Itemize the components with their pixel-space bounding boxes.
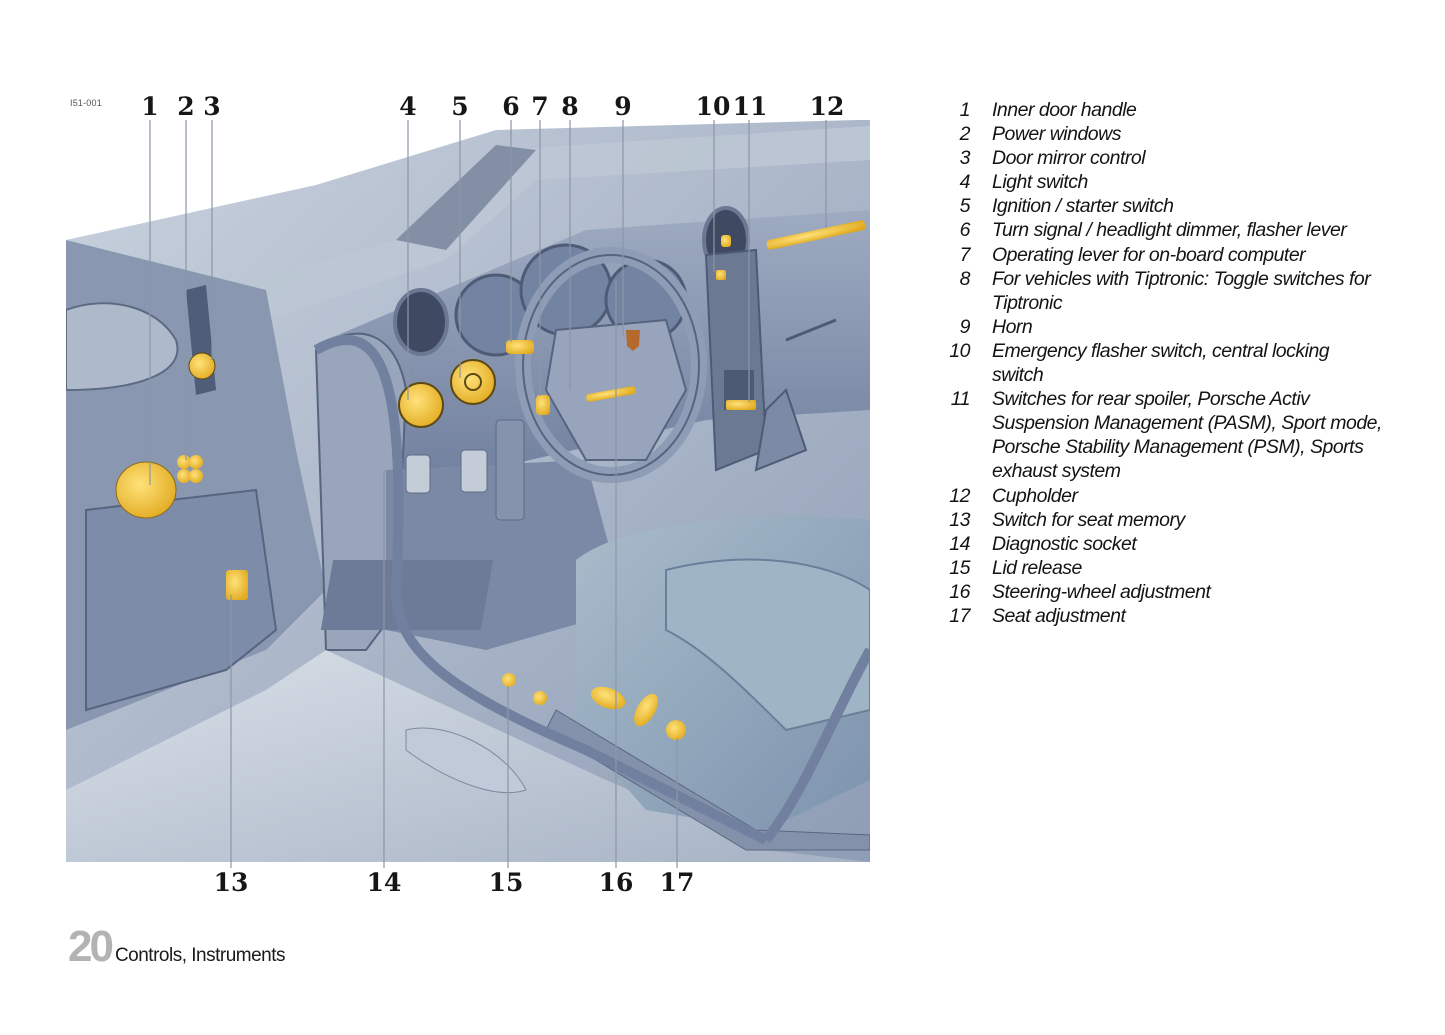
callout-11: 11 [732,92,768,121]
legend-item-continuation: Suspension Management (PASM), Sport mode… [940,411,1400,435]
legend-item: 16 Steering-wheel adjustment [940,580,1400,604]
legend-item: 7 Operating lever for on-board computer [940,243,1400,267]
legend-text: Suspension Management (PASM), Sport mode… [992,412,1382,435]
legend-item-continuation: exhaust system [940,459,1400,483]
legend-text: switch [992,364,1044,387]
legend-text: exhaust system [992,460,1121,483]
figure-code: I51-001 [70,98,102,108]
callout-17: 17 [659,868,695,897]
callout-2: 2 [177,92,195,121]
page-footer: 20 Controls, Instruments [68,922,286,971]
legend-number: 3 [959,147,971,170]
page-number: 20 [68,922,114,971]
legend-text: Switch for seat memory [992,508,1185,531]
legend-number: 4 [959,171,971,194]
legend-number: 7 [959,243,971,266]
legend-text: Ignition / starter switch [992,195,1174,218]
callout-12: 12 [809,92,845,121]
legend-item: 9 Horn [940,315,1400,339]
callout-8: 8 [561,92,579,121]
legend-item: 4 Light switch [940,170,1400,194]
legend-number [940,411,992,435]
legend-text: Door mirror control [992,147,1146,170]
legend-number: 17 [949,604,970,627]
callout-6: 6 [502,92,520,121]
section-title: Controls, Instruments [114,945,286,966]
legend-item: 15 Lid release [940,556,1400,580]
callout-10: 10 [695,92,731,121]
legend-item: 6 Turn signal / headlight dimmer, flasher… [940,218,1400,242]
legend-number: 6 [959,219,971,242]
legend-number: 12 [949,484,970,507]
legend-item: 2 Power windows [940,122,1400,146]
legend-text: Lid release [992,556,1082,579]
legend-text: Tiptronic [992,291,1063,314]
interior-drawing [66,90,870,900]
legend-item-continuation: Tiptronic [940,291,1400,315]
legend-text: Seat adjustment [992,604,1126,627]
legend-text: Steering-wheel adjustment [992,580,1211,603]
callout-5: 5 [451,92,469,121]
callout-16: 16 [598,868,634,897]
legend-text: Turn signal / headlight dimmer, flasher … [992,219,1347,242]
legend-item: 17 Seat adjustment [940,604,1400,628]
legend-text: Cupholder [992,484,1078,507]
legend-item: 10 Emergency flasher switch, central lock… [940,339,1400,363]
legend-number: 11 [950,388,971,411]
legend-number: 16 [949,580,970,603]
legend-item: 5 Ignition / starter switch [940,194,1400,218]
legend-text: Inner door handle [992,99,1137,121]
legend-text: Porsche Stability Management (PSM), Spor… [992,436,1364,459]
callout-7: 7 [531,92,549,121]
callout-9: 9 [614,92,632,121]
controls-legend: 1 Inner door handle 2 Power windows 3 Door mi… [940,98,1400,628]
callout-14: 14 [366,868,402,897]
legend-number: 9 [959,315,971,338]
legend-item: 11 Switches for rear spoiler, Porsche Act… [940,387,1400,411]
legend-number: 1 [959,99,971,121]
legend-text: Switches for rear spoiler, Porsche Activ [992,388,1310,411]
legend-item: 3 Door mirror control [940,146,1400,170]
legend-item-continuation: Porsche Stability Management (PSM), Spor… [940,435,1400,459]
legend-item: 1 Inner door handle [940,98,1400,122]
legend-number: 10 [949,339,970,362]
callout-15: 15 [488,868,524,897]
porsche-crest-icon [626,330,640,351]
legend-text: For vehicles with Tiptronic: Toggle swit… [992,267,1371,290]
legend-number: 15 [949,556,970,579]
highlighted-controls [115,220,866,740]
legend-number: 14 [949,532,970,555]
legend-item: 8 For vehicles with Tiptronic: Toggle swi… [940,267,1400,291]
legend-item: 14 Diagnostic socket [940,532,1400,556]
legend-item-continuation: switch [940,363,1400,387]
legend-text: Diagnostic socket [992,532,1137,555]
legend-number [940,459,992,483]
interior-illustration: I51-001 1 2 3 4 5 6 7 8 9 10 11 12 13 14… [66,90,870,900]
legend-number: 2 [959,123,971,146]
legend-text: Operating lever for on-board computer [992,243,1306,266]
legend-number: 8 [959,267,971,290]
callout-4: 4 [399,92,417,121]
legend-text: Emergency flasher switch, central lockin… [992,339,1330,362]
legend-number: 13 [949,508,970,531]
callout-13: 13 [213,868,249,897]
legend-text: Power windows [992,123,1121,146]
legend-item: 12 Cupholder [940,484,1400,508]
legend-number [940,291,992,315]
callout-3: 3 [203,92,221,121]
callout-lines [149,120,827,868]
legend-number: 5 [959,195,971,218]
door-handle-highlight [115,461,177,519]
callout-1: 1 [141,92,159,121]
legend-text: Horn [992,315,1033,338]
legend-number [940,435,992,459]
legend-item: 13 Switch for seat memory [940,508,1400,532]
legend-number [940,363,992,387]
legend-text: Light switch [992,171,1088,194]
